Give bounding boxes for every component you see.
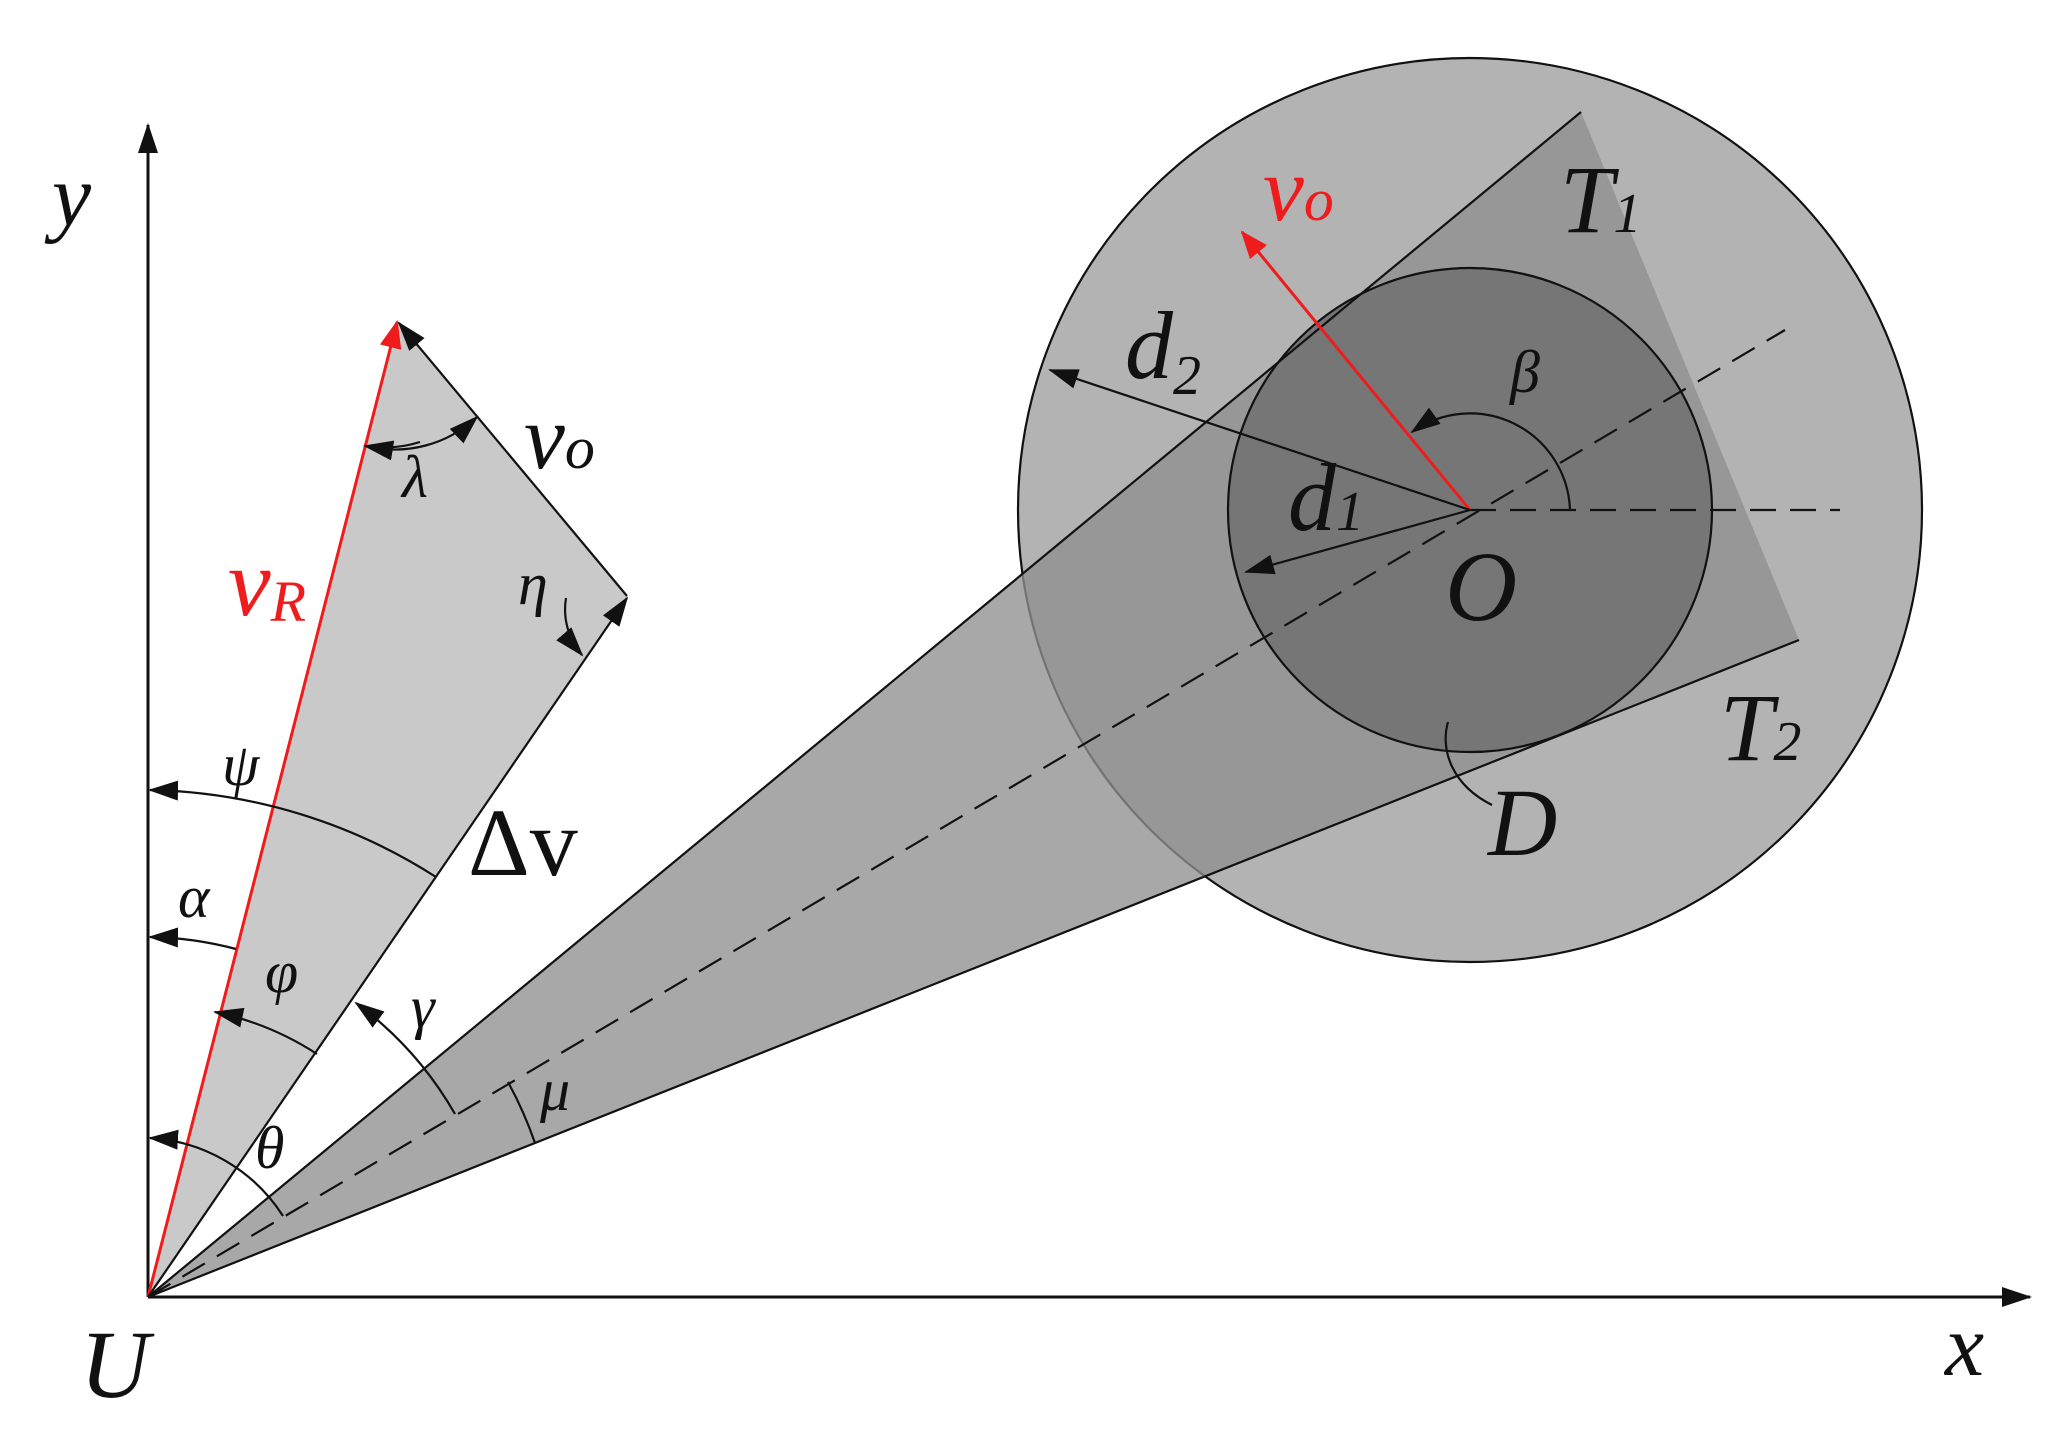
y-axis-label: y bbox=[44, 148, 92, 245]
vo-red-main: v bbox=[1263, 138, 1304, 240]
d1-main: d bbox=[1288, 444, 1337, 551]
tangent-line-T1 bbox=[147, 111, 1582, 1298]
T2-label: T2 bbox=[1720, 674, 1801, 781]
d1-label: d1 bbox=[1288, 444, 1364, 551]
T1-sub: 1 bbox=[1613, 183, 1641, 245]
vR-sub: R bbox=[270, 569, 306, 634]
lambda-arc-back bbox=[363, 440, 421, 461]
T1-main: T bbox=[1560, 146, 1620, 253]
vR-vector bbox=[146, 320, 402, 1298]
eta-label: η bbox=[518, 551, 548, 617]
gamma-label: γ bbox=[411, 974, 436, 1040]
phi-arc bbox=[213, 1007, 318, 1055]
vo-black-sub: o bbox=[565, 415, 595, 481]
mu-arc bbox=[507, 1081, 537, 1144]
line-of-sight-dashed bbox=[147, 329, 1786, 1298]
vo-black-label: vo bbox=[524, 386, 595, 488]
vR-main: v bbox=[228, 529, 271, 636]
vo-black-main: v bbox=[524, 386, 565, 488]
d2-arrow bbox=[1048, 368, 1471, 512]
d1-arrow bbox=[1244, 508, 1471, 575]
theta-label: θ bbox=[255, 1115, 284, 1181]
phi-label: φ bbox=[265, 939, 298, 1005]
vo-red-vector bbox=[1240, 230, 1472, 511]
alpha-label: α bbox=[178, 864, 211, 930]
mu-label: μ bbox=[539, 1057, 570, 1123]
theta-arc bbox=[148, 1129, 284, 1217]
origin-U-label: U bbox=[80, 1311, 155, 1418]
D-pointer-arc bbox=[1444, 721, 1493, 806]
delta-v-vector bbox=[147, 596, 629, 1298]
alpha-arc bbox=[148, 927, 237, 951]
d2-sub: 2 bbox=[1173, 345, 1201, 407]
beta-arc bbox=[1410, 407, 1572, 511]
delta-v-label: Δv bbox=[468, 789, 578, 896]
d2-main: d bbox=[1125, 292, 1174, 399]
vo-red-sub: o bbox=[1304, 167, 1334, 233]
T2-sub: 2 bbox=[1773, 711, 1801, 773]
eta-arc bbox=[556, 597, 584, 657]
center-O-label: O bbox=[1445, 531, 1517, 642]
vR-label: vR bbox=[228, 529, 306, 636]
d2-label: d2 bbox=[1125, 292, 1201, 407]
x-axis-label: x bbox=[1943, 1298, 1984, 1395]
beta-label: β bbox=[1509, 339, 1540, 405]
lambda-label: λ bbox=[400, 444, 428, 510]
velocity-triangle bbox=[148, 320, 627, 1297]
vo-red-label: vo bbox=[1263, 138, 1334, 240]
psi-arc bbox=[148, 780, 437, 878]
T1-label: T1 bbox=[1560, 146, 1641, 253]
T2-main: T bbox=[1720, 674, 1780, 781]
d1-sub: 1 bbox=[1336, 481, 1364, 543]
tangent-line-T2 bbox=[147, 638, 1800, 1299]
vo-vector bbox=[397, 321, 628, 597]
D-label: D bbox=[1486, 769, 1557, 876]
psi-label: ψ bbox=[222, 732, 261, 798]
gamma-arc bbox=[354, 1001, 456, 1115]
